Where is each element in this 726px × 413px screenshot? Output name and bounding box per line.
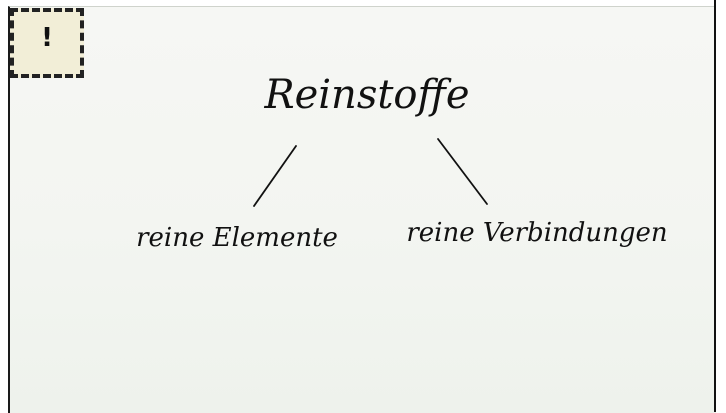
child-node-label-verbindungen: reine Verbindungen xyxy=(406,218,667,248)
whiteboard xyxy=(8,6,716,413)
board-right-border xyxy=(714,0,716,412)
connector-right xyxy=(437,138,488,205)
exclamation-icon: ! xyxy=(41,23,53,53)
child-node-label-elemente: reine Elemente xyxy=(136,223,338,253)
warning-sticker: ! xyxy=(10,8,84,78)
connector-left xyxy=(253,145,297,207)
root-node-label: Reinstoffe xyxy=(263,72,469,118)
